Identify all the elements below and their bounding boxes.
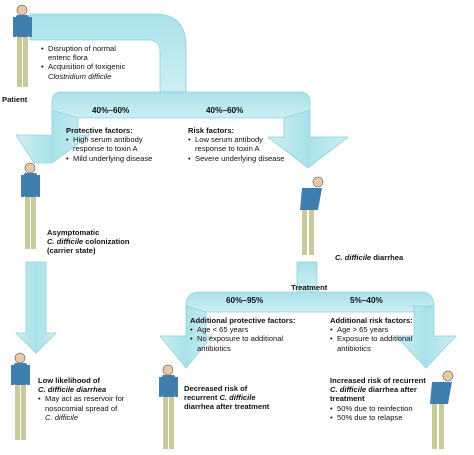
add-risk-title: Additional risk factors: (330, 316, 413, 325)
split1-right-pct: 40%–60% (206, 106, 244, 115)
arrow-carrier-down (15, 261, 57, 354)
additional-protective-factors: Additional protective factors: Age < 65 … (190, 316, 295, 353)
split1-left-pct: 40%–60% (92, 106, 130, 115)
increased-line1: Increased risk of recurrent (330, 376, 426, 385)
increased-line2-italic: C. difficile (330, 385, 367, 395)
arrow-split-band (51, 91, 311, 119)
diarrhea-figure (300, 176, 324, 255)
split2-left-pct: 60%–95% (226, 296, 264, 305)
patient-label: Patient (2, 95, 28, 104)
additional-risk-factors: Additional risk factors: Age > 65 years … (330, 316, 413, 353)
carrier-figure (21, 162, 40, 249)
low-likelihood-figure (11, 352, 30, 440)
increased-figure (430, 370, 454, 449)
increased-line2-rest: diarrhea after (366, 385, 417, 395)
low-likelihood-line1: Low likelihood of (38, 376, 101, 385)
decreased-figure (159, 364, 178, 449)
low-likelihood-line2: C. difficile diarrhea (38, 385, 107, 395)
add-protective-title: Additional protective factors: (190, 316, 296, 325)
treatment-label: Treatment (291, 283, 328, 292)
risk-factors: Risk factors: Low serum antibodyresponse… (188, 126, 285, 163)
add-protective-item: Age < 65 years (190, 325, 295, 334)
risk-item: Severe underlying disease (188, 154, 285, 163)
asymptomatic-label: Asymptomatic C. difficile colonization (… (47, 228, 130, 256)
protective-title: Protective factors: (66, 126, 133, 135)
arrow-left-down (15, 109, 92, 164)
add-risk-item: Age > 65 years (330, 325, 413, 334)
increased-item: 50% due to reinfection (330, 404, 426, 413)
low-likelihood-outcome: Low likelihood of C. difficile diarrhea … (38, 376, 124, 422)
diarrhea-label: C. difficile diarrhea (335, 253, 404, 262)
decreased-risk-outcome: Decreased risk of recurrent C. difficile… (184, 384, 270, 412)
protective-item: Mild underlying disease (66, 154, 152, 163)
risk-title: Risk factors: (188, 126, 235, 135)
protective-factors: Protective factors: High serum antibodyr… (66, 126, 152, 163)
increased-line3: treatment (330, 394, 365, 404)
patient-figure-top (13, 4, 32, 87)
split2-right-pct: 5%–40% (350, 296, 383, 305)
increased-risk-outcome: Increased risk of recurrent C. difficile… (330, 376, 426, 422)
increased-item: 50% due to relapse (330, 413, 426, 422)
